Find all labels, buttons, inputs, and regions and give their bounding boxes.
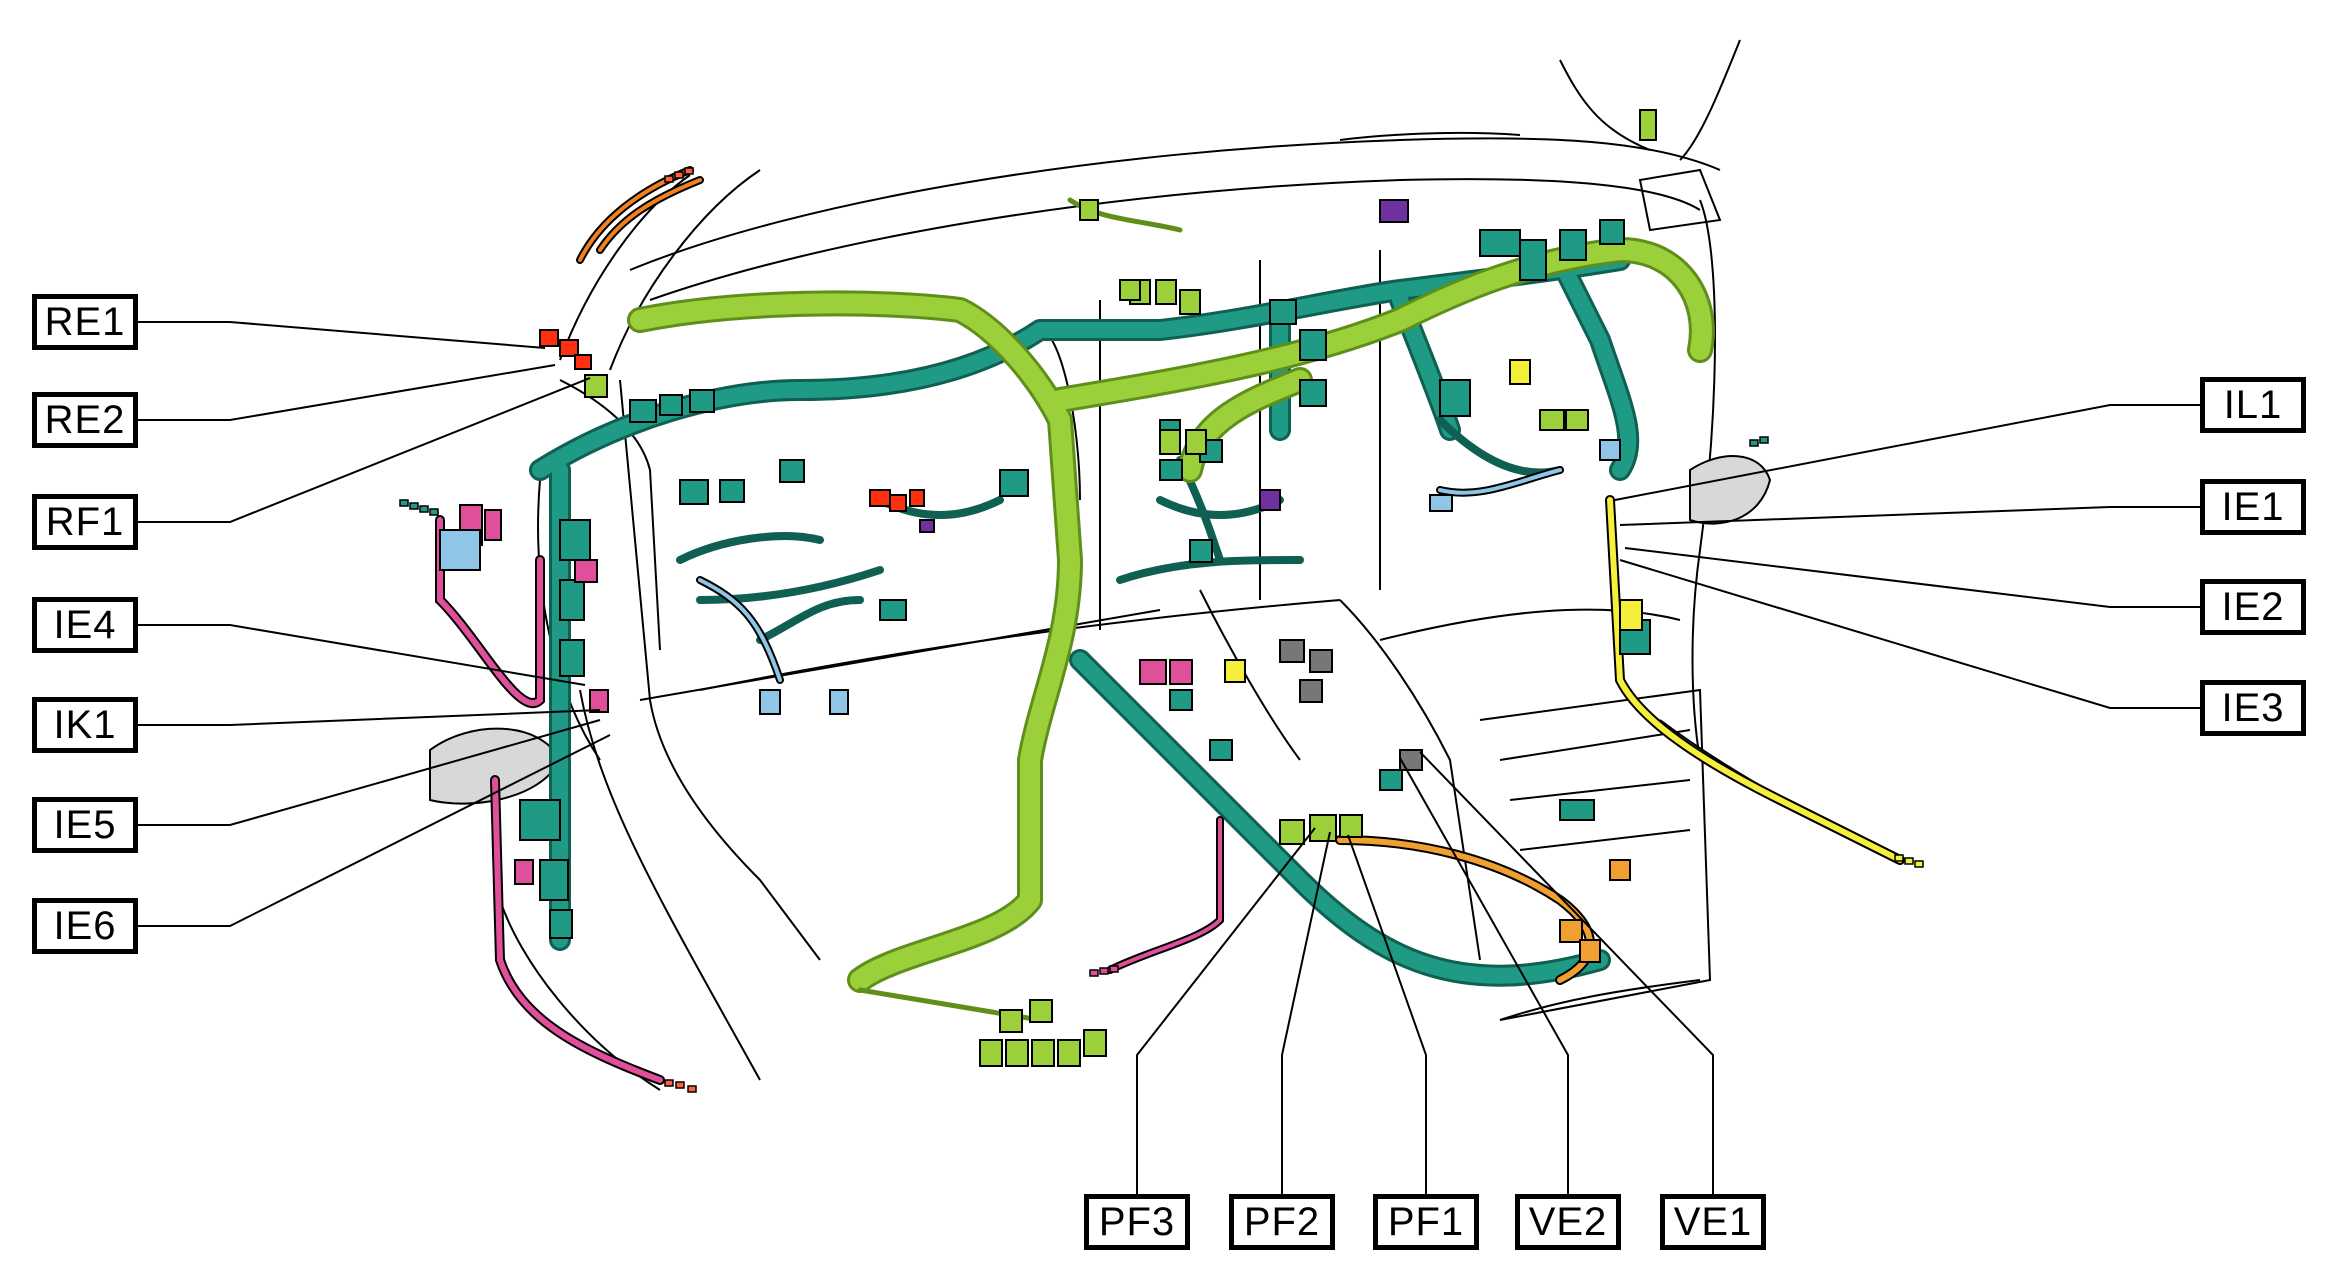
label-pf3: PF3 [1084, 1194, 1190, 1250]
label-ie2-text: IE2 [2221, 585, 2285, 629]
label-ie6-text: IE6 [53, 904, 117, 948]
label-ie3-text: IE3 [2221, 686, 2285, 730]
label-il1-text: IL1 [2223, 383, 2283, 427]
label-re1-text: RE1 [44, 300, 126, 344]
label-pf1-text: PF1 [1387, 1200, 1465, 1244]
yellow-branch [1605, 495, 1905, 865]
blue-branch [696, 466, 1564, 684]
label-ie1-text: IE1 [2221, 485, 2285, 529]
label-pf2-text: PF2 [1243, 1200, 1321, 1244]
label-ve1: VE1 [1660, 1194, 1766, 1250]
label-ve2: VE2 [1515, 1194, 1621, 1250]
dashboard-outline [499, 39, 1901, 1091]
label-ie6: IE6 [32, 898, 138, 954]
label-ie5-text: IE5 [53, 803, 117, 847]
label-ie1: IE1 [2200, 479, 2306, 535]
label-ve2-text: VE2 [1528, 1200, 1608, 1244]
label-ie4: IE4 [32, 597, 138, 653]
label-re1: RE1 [32, 294, 138, 350]
label-ie4-text: IE4 [53, 603, 117, 647]
main-harness-teal [529, 249, 1640, 987]
label-rf1: RF1 [32, 494, 138, 550]
label-re2-text: RE2 [44, 398, 126, 442]
label-ie2: IE2 [2200, 579, 2306, 635]
connector-blocks [439, 109, 1657, 1067]
terminal-ends [399, 167, 1924, 1093]
leader-lines [138, 321, 2200, 1195]
label-re2: RE2 [32, 392, 138, 448]
label-ie5: IE5 [32, 797, 138, 853]
label-ik1-text: IK1 [53, 703, 117, 747]
label-ik1: IK1 [32, 697, 138, 753]
label-ie3: IE3 [2200, 680, 2306, 736]
label-pf3-text: PF3 [1098, 1200, 1176, 1244]
label-ve1-text: VE1 [1673, 1200, 1753, 1244]
label-il1: IL1 [2200, 377, 2306, 433]
mounting-brackets [429, 455, 1772, 805]
label-pf1: PF1 [1373, 1194, 1479, 1250]
pink-branch [435, 515, 1224, 1085]
label-rf1-text: RF1 [45, 500, 125, 544]
label-pf2: PF2 [1229, 1194, 1335, 1250]
